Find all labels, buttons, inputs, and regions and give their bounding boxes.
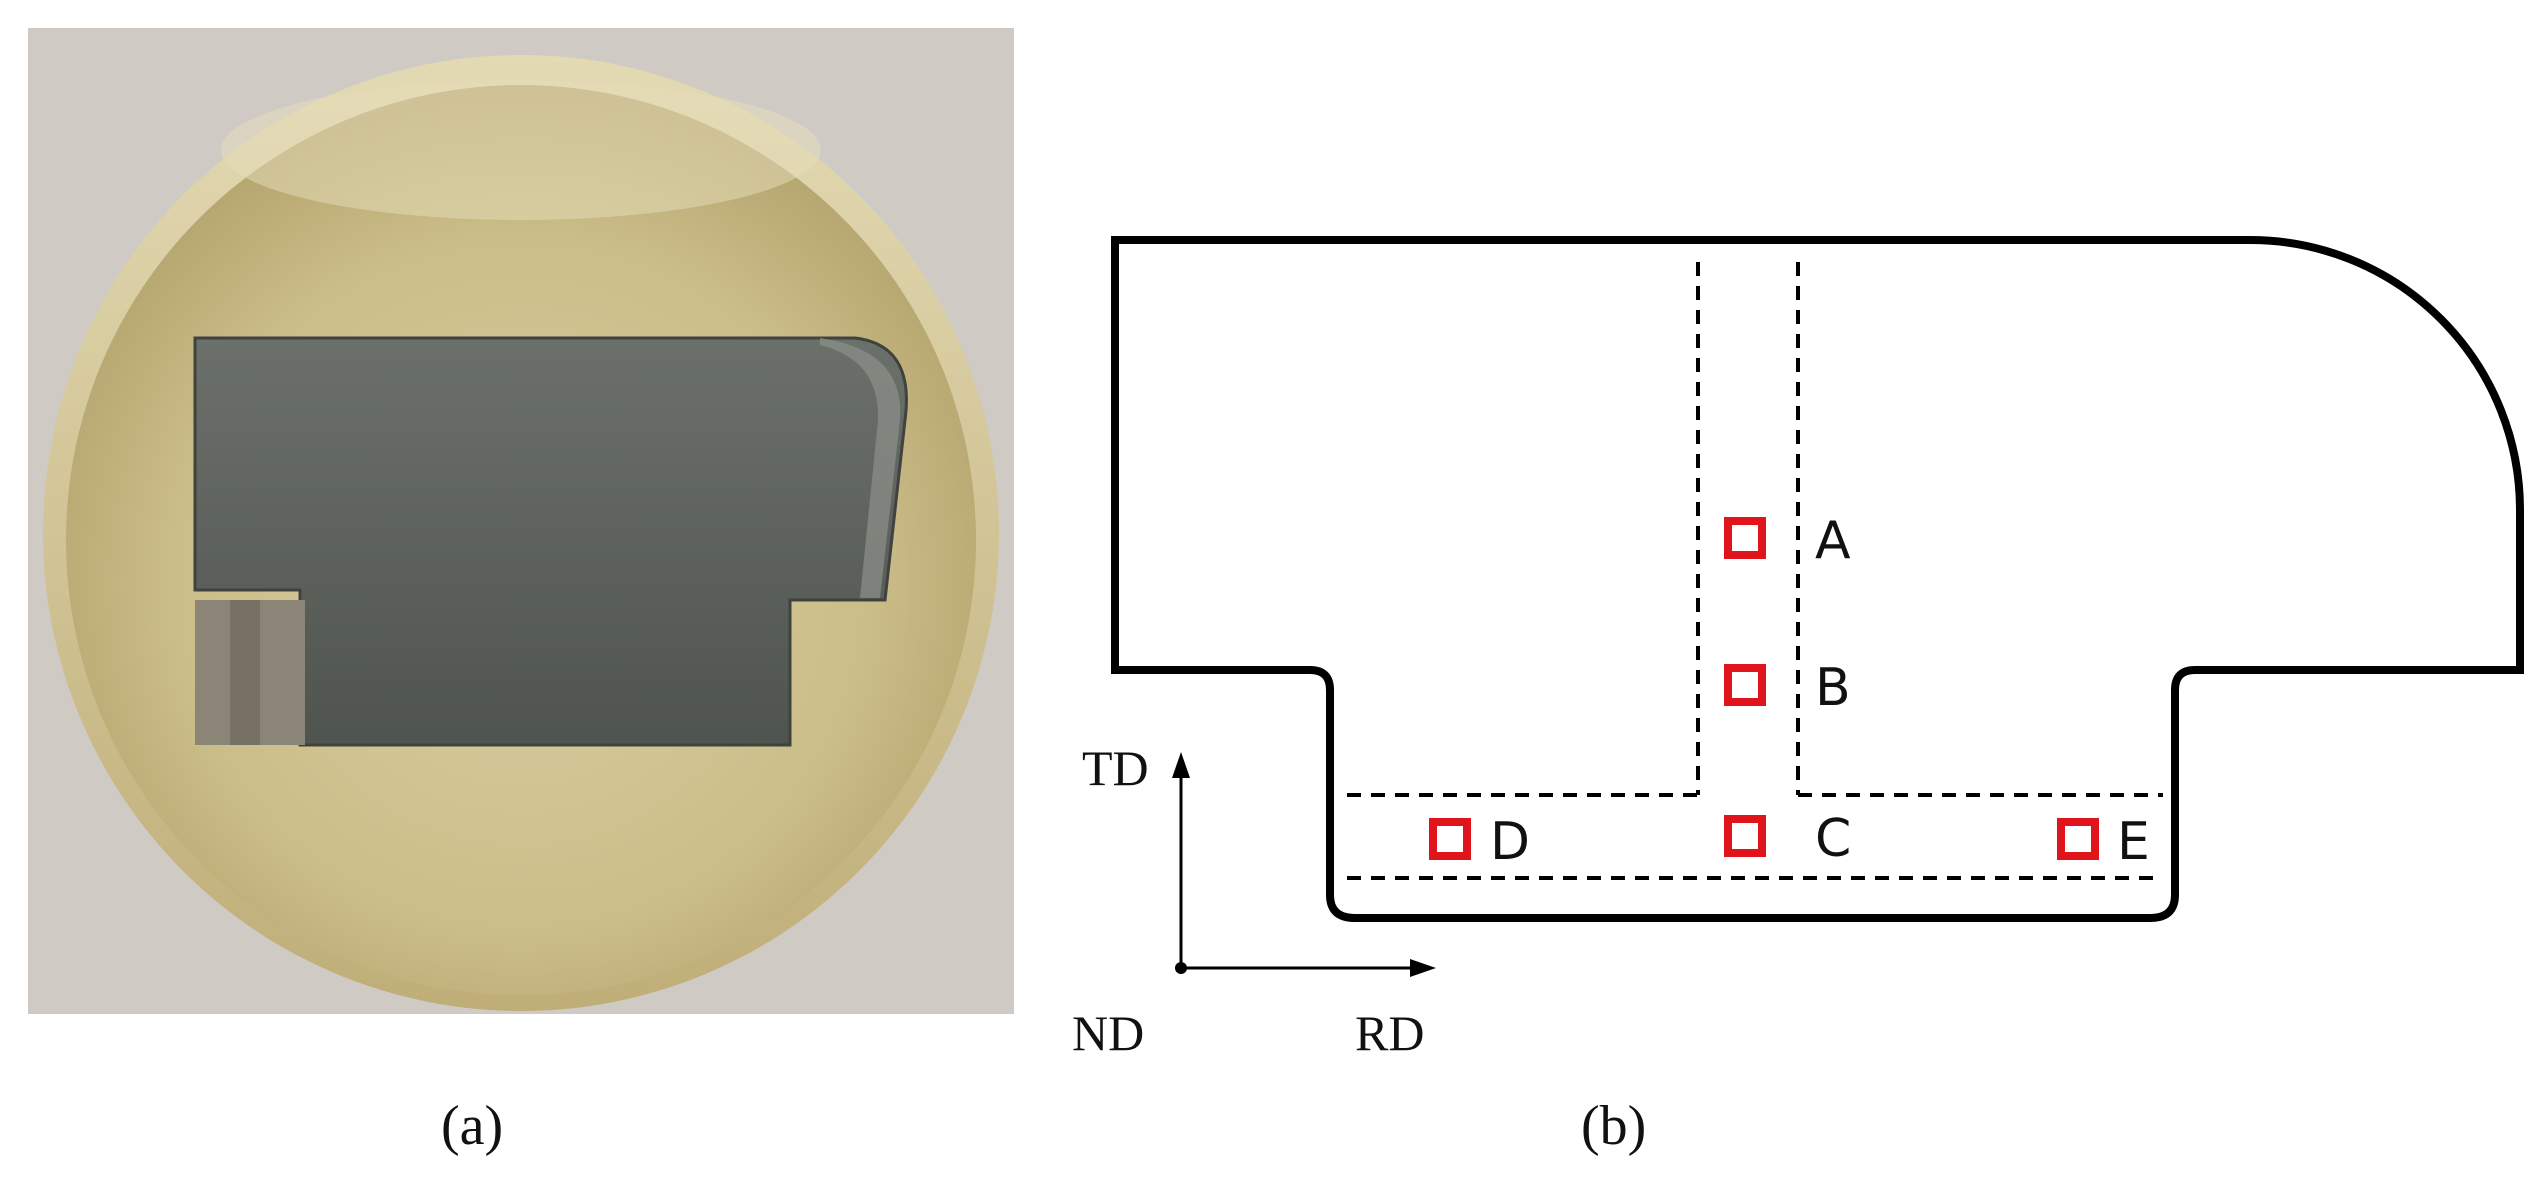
axis-label-td: TD — [1082, 740, 1149, 796]
marker-a — [1724, 517, 1766, 559]
caption-b: (b) — [1581, 1095, 1647, 1157]
schematic-panel: A B C D E TD ND RD — [1072, 236, 2524, 1061]
rd-axis-arrowhead — [1410, 959, 1436, 977]
photo-panel — [28, 28, 1014, 1014]
td-axis-arrowhead — [1172, 752, 1190, 778]
specimen-tab-shade — [230, 600, 260, 745]
axis-label-nd: ND — [1072, 1005, 1144, 1061]
axis-label-rd: RD — [1355, 1005, 1424, 1061]
marker-b — [1724, 664, 1766, 706]
point-label-b: B — [1815, 658, 1851, 718]
point-label-a: A — [1815, 511, 1851, 571]
specimen-edge-highlight — [820, 338, 901, 598]
marker-d — [1429, 818, 1471, 860]
specimen — [193, 336, 908, 747]
marker-e — [2057, 818, 2099, 860]
caption-a: (a) — [441, 1095, 504, 1157]
sample-outline — [1111, 236, 2524, 922]
point-label-c: C — [1815, 809, 1851, 869]
mount-highlight — [221, 80, 821, 220]
point-label-d: D — [1490, 812, 1530, 872]
point-label-e: E — [2117, 812, 2150, 872]
marker-c — [1724, 815, 1766, 857]
axis-origin-dot — [1175, 962, 1187, 974]
